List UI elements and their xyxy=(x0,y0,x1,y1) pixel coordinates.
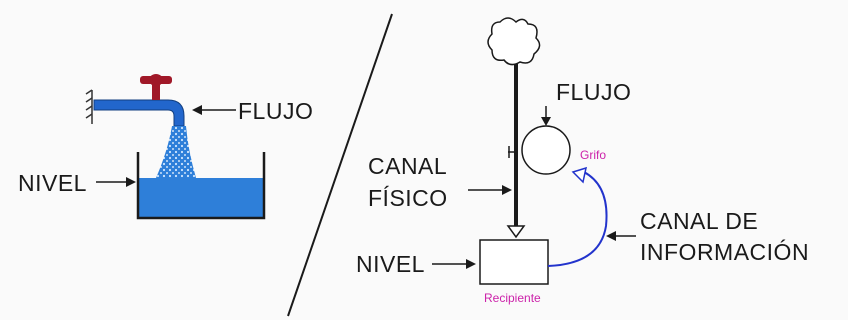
level-label-left: NIVEL xyxy=(18,170,87,196)
information-link-curve xyxy=(547,171,608,267)
info-channel-pointer-arrowhead xyxy=(606,231,616,241)
stock-flow-diagram: FLUJO Grifo CANAL FÍSICO CANAL DE INFORM… xyxy=(356,17,809,305)
stock-box xyxy=(479,239,549,285)
level-label-right: NIVEL xyxy=(356,251,425,277)
wall-mount xyxy=(85,89,93,124)
tank-water xyxy=(138,178,264,218)
level-pointer-arrowhead xyxy=(466,259,476,269)
flow-arrowhead xyxy=(192,105,202,115)
information-link-arrowhead xyxy=(571,166,588,184)
source-cloud-icon xyxy=(487,17,541,66)
valve-name-label: Grifo xyxy=(580,148,606,162)
flow-label-left: FLUJO xyxy=(238,98,313,124)
flow-label-right: FLUJO xyxy=(556,79,631,105)
water-stream xyxy=(156,126,196,178)
flow-pointer-arrowhead xyxy=(541,117,551,126)
level-arrowhead xyxy=(126,177,136,187)
physical-channel-pointer-arrowhead xyxy=(502,185,512,195)
valve-circle xyxy=(521,125,571,175)
info-channel-label-line2: INFORMACIÓN xyxy=(640,239,809,265)
faucet-pipe xyxy=(93,99,185,127)
faucet-illustration: FLUJO NIVEL xyxy=(18,74,313,220)
info-channel-label-line1: CANAL DE xyxy=(640,208,758,234)
tank-container xyxy=(136,152,266,220)
physical-channel-label-line2: FÍSICO xyxy=(368,185,448,211)
section-divider xyxy=(287,13,393,317)
physical-channel-arrowhead xyxy=(506,225,526,239)
stock-name-label: Recipiente xyxy=(484,291,541,305)
valve-handle xyxy=(140,74,172,100)
physical-channel-label-line1: CANAL xyxy=(368,153,447,179)
